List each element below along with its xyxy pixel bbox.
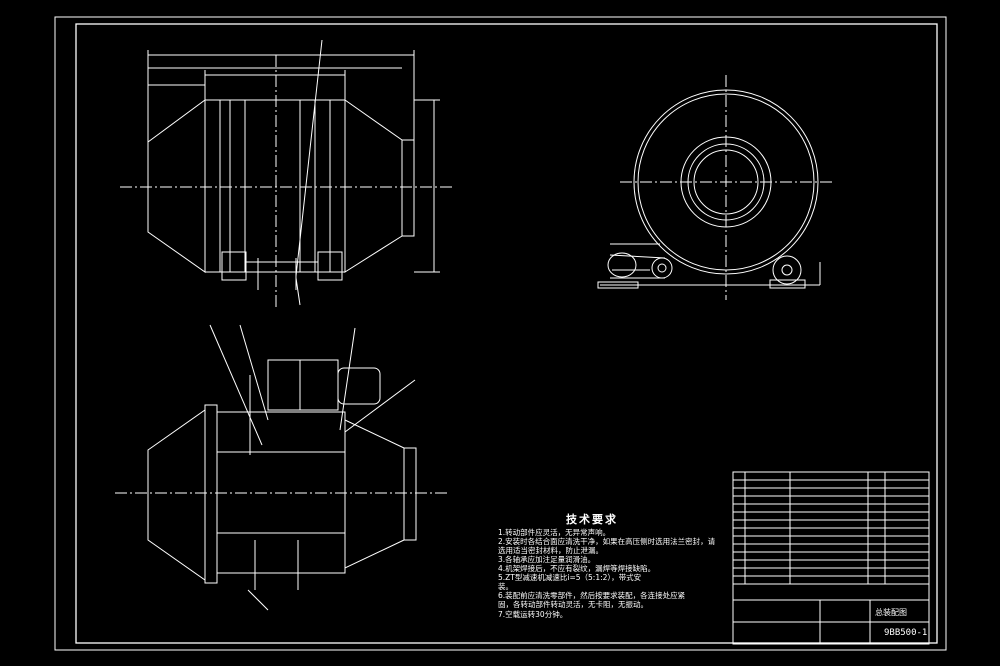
requirement-line: 1.转动部件应灵活，无异常声响。: [498, 528, 611, 537]
technical-requirements-title: 技术要求: [566, 513, 618, 526]
front-view: [120, 39, 455, 310]
requirement-line: 5.ZT型减速机减速比i=5（5:1:2），带式安: [498, 573, 642, 582]
drawing-number: 9BB500-1: [884, 628, 928, 638]
requirement-line: 选用适当密封材料，防止泄漏。: [498, 546, 603, 555]
requirement-line: 固，各转动部件转动灵活，无卡阻，无振动。: [498, 600, 648, 609]
plan-view: [115, 324, 450, 611]
inner-border: [75, 23, 938, 644]
requirement-line: 3.各轴承应加注足量润滑油。: [498, 555, 596, 564]
outer-border: [54, 16, 947, 651]
requirement-line: 6.装配前应清洗零部件，然后按要求装配，各连接处应紧: [498, 591, 686, 600]
requirement-line: 装。: [498, 582, 513, 591]
title-block: [732, 471, 930, 645]
requirement-line: 2.安装时各结合面应清洗干净，如果在高压侧时选用法兰密封，请: [498, 537, 716, 546]
requirement-line: 4.机架焊接后，不应有裂纹，漏焊等焊接缺陷。: [498, 564, 656, 573]
requirement-line: 7.空载运转30分钟。: [498, 610, 568, 619]
side-view: [597, 75, 835, 300]
drawing-name: 总装配图: [875, 608, 907, 617]
